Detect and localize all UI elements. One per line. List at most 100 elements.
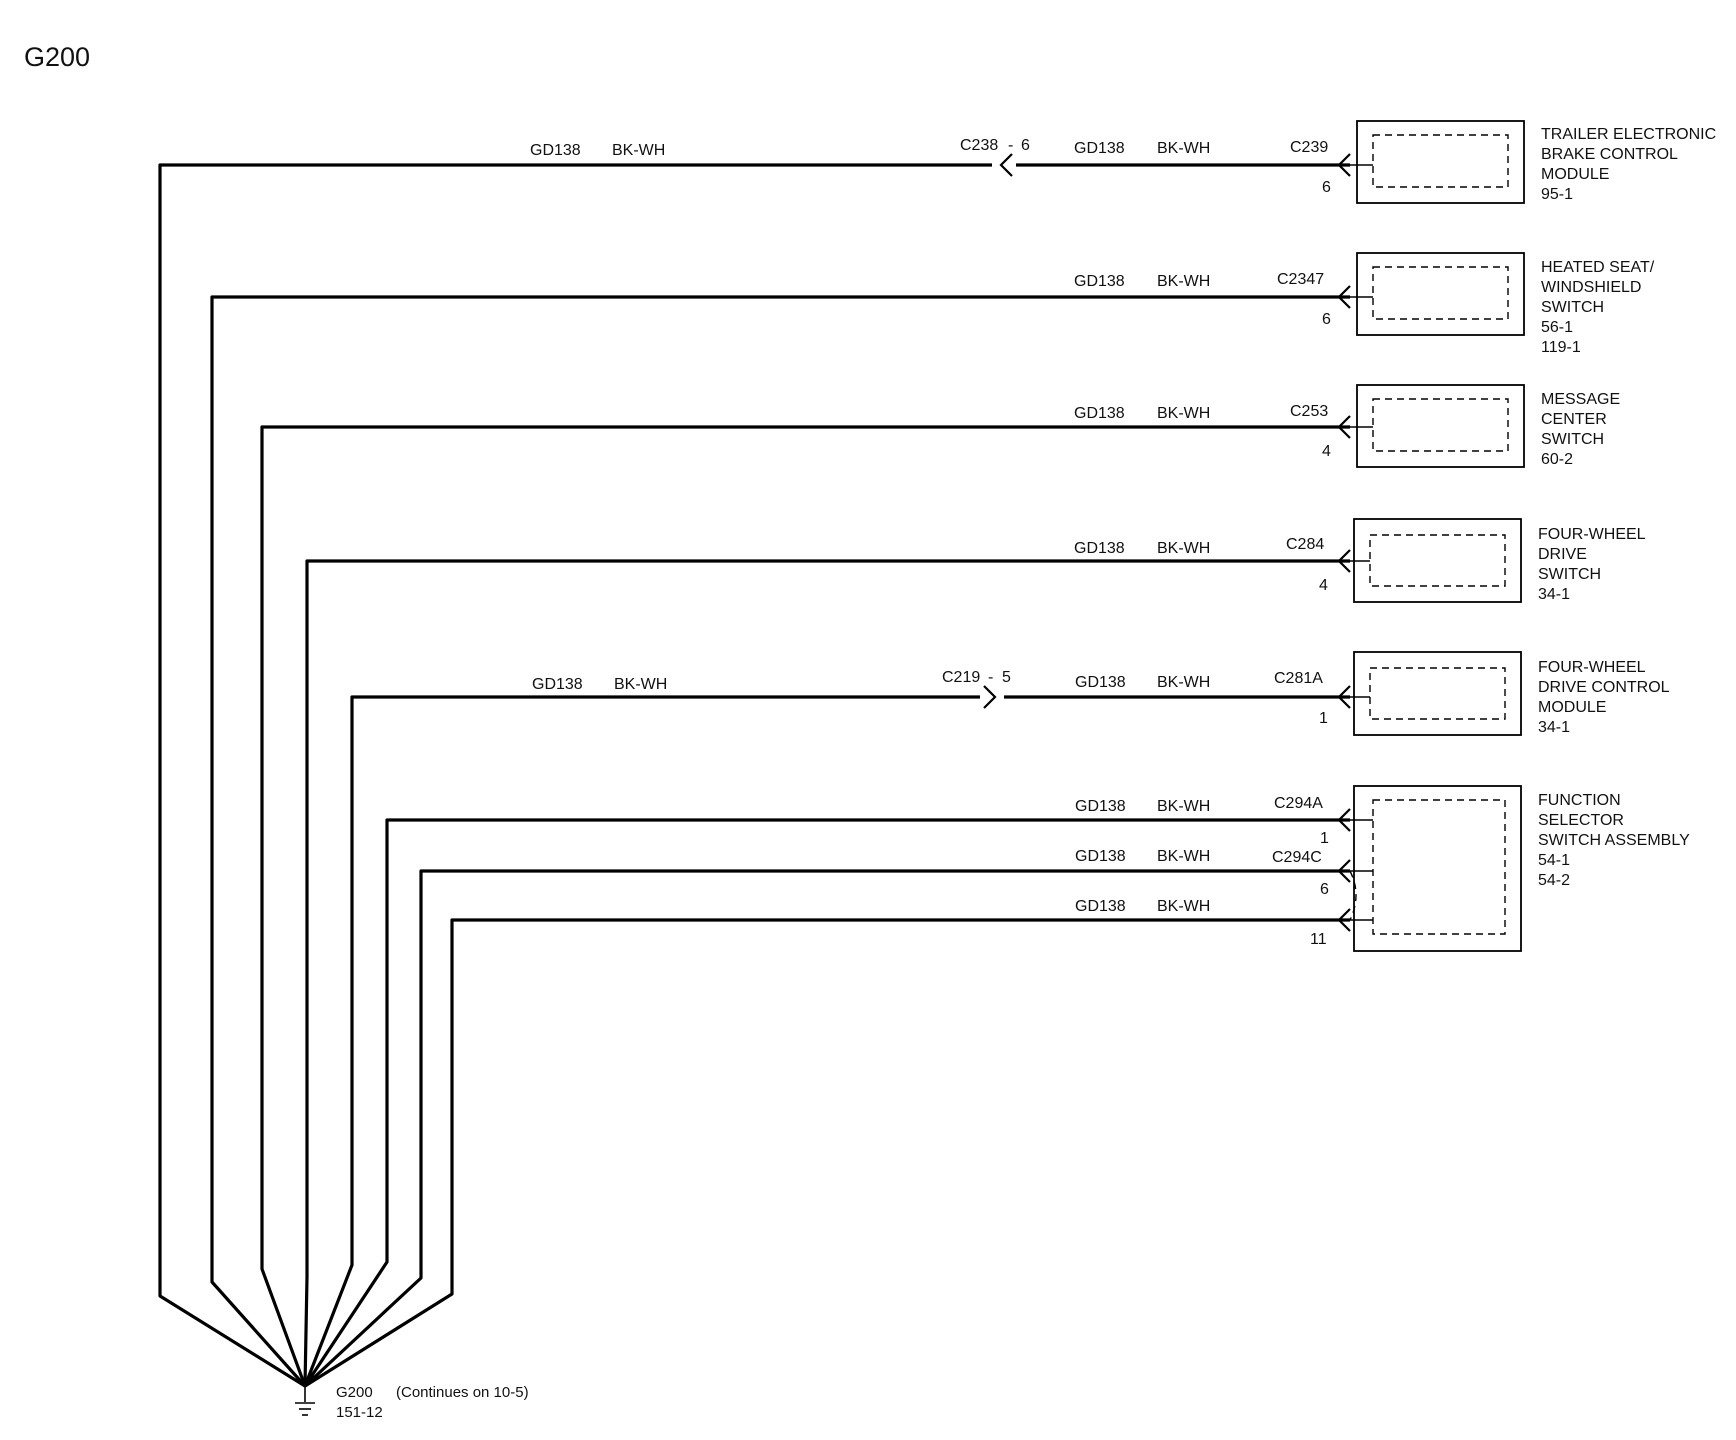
color-label: BK-WH (1157, 798, 1210, 815)
wire-labels: GD138 BK-WH GD138 BK-WH GD138 BK-WH GD13… (530, 140, 1210, 915)
svg-text:MESSAGE: MESSAGE (1541, 391, 1620, 408)
connector-id: C281A (1274, 670, 1323, 687)
circuit-label: GD138 (1075, 898, 1126, 915)
ground-id: G200 (336, 1384, 373, 1401)
color-label: BK-WH (1157, 540, 1210, 557)
connector-arrow-icon (1337, 549, 1351, 573)
svg-text:WINDSHIELD: WINDSHIELD (1541, 279, 1641, 296)
svg-text:56-1: 56-1 (1541, 319, 1573, 336)
wire-heated-seat (210, 295, 1350, 1388)
pin-number: 6 (1320, 881, 1329, 898)
module-name-trailer-brake: TRAILER ELECTRONIC BRAKE CONTROL MODULE … (1541, 126, 1716, 203)
svg-text:SWITCH: SWITCH (1538, 566, 1601, 583)
svg-text:C238: C238 (960, 137, 998, 154)
c219-gap (980, 690, 1004, 704)
c219-label: C219 - 5 (942, 669, 1011, 686)
circuit-label: GD138 (1074, 140, 1125, 157)
c238-gap (992, 158, 1016, 172)
wire-function-selector-1 (303, 818, 1350, 1387)
connector-arrow-icon (1337, 415, 1351, 439)
color-label: BK-WH (612, 142, 665, 159)
module-trailer-brake (1350, 120, 1525, 204)
wire-message-center (260, 425, 1350, 1387)
pin-number: 11 (1310, 931, 1327, 948)
svg-text:MODULE: MODULE (1541, 166, 1609, 183)
svg-text:95-1: 95-1 (1541, 186, 1573, 203)
wire-function-selector-6 (303, 869, 1350, 1388)
wire-four-wheel-drive-module (303, 695, 1350, 1387)
connector-arrows (1337, 153, 1351, 932)
svg-text:SWITCH ASSEMBLY: SWITCH ASSEMBLY (1538, 832, 1690, 849)
module-four-wheel-drive-switch (1350, 518, 1522, 603)
svg-text:SWITCH: SWITCH (1541, 299, 1604, 316)
module-four-wheel-drive-control (1350, 651, 1522, 736)
circuit-label: GD138 (1074, 405, 1125, 422)
svg-text:119-1: 119-1 (1541, 339, 1581, 356)
module-heated-seat (1350, 252, 1525, 336)
pin-number: 1 (1319, 710, 1328, 727)
circuit-label: GD138 (1075, 798, 1126, 815)
svg-text:54-2: 54-2 (1538, 872, 1570, 889)
connector-arrow-icon (1337, 859, 1351, 883)
ground-label: G200 (Continues on 10-5) 151-12 (336, 1384, 529, 1421)
color-label: BK-WH (1157, 674, 1210, 691)
svg-text:SWITCH: SWITCH (1541, 431, 1604, 448)
pin-number: 4 (1319, 577, 1328, 594)
color-label: BK-WH (1157, 405, 1210, 422)
color-label: BK-WH (614, 676, 667, 693)
module-name-heated-seat: HEATED SEAT/ WINDSHIELD SWITCH 56-1 119-… (1541, 259, 1655, 356)
pin-number: 6 (1322, 179, 1331, 196)
connector-arrow-icon (1337, 908, 1351, 932)
ground-wires (158, 163, 1350, 1388)
circuit-label: GD138 (1074, 540, 1125, 557)
svg-text:34-1: 34-1 (1538, 719, 1570, 736)
svg-text:34-1: 34-1 (1538, 586, 1570, 603)
connector-id: C294A (1274, 795, 1323, 812)
circuit-label: GD138 (1075, 674, 1126, 691)
wire-function-selector-11 (304, 918, 1350, 1388)
color-label: BK-WH (1157, 898, 1210, 915)
module-name-function-selector: FUNCTION SELECTOR SWITCH ASSEMBLY 54-1 5… (1538, 792, 1690, 889)
color-label: BK-WH (1157, 848, 1210, 865)
svg-text:BRAKE CONTROL: BRAKE CONTROL (1541, 146, 1678, 163)
svg-text:CENTER: CENTER (1541, 411, 1607, 428)
ground-symbol-icon (295, 1386, 315, 1416)
color-label: BK-WH (1157, 140, 1210, 157)
connector-arrow-icon (1337, 285, 1351, 309)
svg-text:DRIVE CONTROL: DRIVE CONTROL (1538, 679, 1670, 696)
svg-text:54-1: 54-1 (1538, 852, 1570, 869)
svg-text:DRIVE: DRIVE (1538, 546, 1587, 563)
module-name-four-wheel-drive-switch: FOUR-WHEEL DRIVE SWITCH 34-1 (1538, 526, 1646, 603)
circuit-label: GD138 (1075, 848, 1126, 865)
svg-text:FOUR-WHEEL: FOUR-WHEEL (1538, 659, 1646, 676)
c238-chevron-icon (999, 153, 1013, 177)
color-label: BK-WH (1157, 273, 1210, 290)
svg-text:SELECTOR: SELECTOR (1538, 812, 1624, 829)
svg-text:HEATED SEAT/: HEATED SEAT/ (1541, 259, 1655, 276)
connector-id: C2347 (1277, 271, 1324, 288)
wire-four-wheel-drive-switch (303, 559, 1350, 1387)
pin-number: 6 (1322, 311, 1331, 328)
svg-text:-: - (988, 669, 993, 686)
circuit-label: GD138 (532, 676, 583, 693)
svg-text:FUNCTION: FUNCTION (1538, 792, 1621, 809)
connector-ids: C239 6 C2347 6 C253 4 C284 4 C281A 1 C29… (1272, 139, 1331, 948)
c219-chevron-icon (983, 685, 997, 709)
svg-text:TRAILER ELECTRONIC: TRAILER ELECTRONIC (1541, 126, 1716, 143)
svg-text:FOUR-WHEEL: FOUR-WHEEL (1538, 526, 1646, 543)
module-name-four-wheel-drive-control: FOUR-WHEEL DRIVE CONTROL MODULE 34-1 (1538, 659, 1670, 736)
connector-id: C253 (1290, 403, 1328, 420)
connector-arrow-icon (1337, 685, 1351, 709)
pin-number: 4 (1322, 443, 1331, 460)
svg-text:MODULE: MODULE (1538, 699, 1606, 716)
svg-text:6: 6 (1021, 137, 1030, 154)
page-title: G200 (24, 42, 90, 72)
connector-arrow-icon (1337, 808, 1351, 832)
connector-arrow-icon (1337, 153, 1351, 177)
wire-trailer-brake (158, 163, 1350, 1388)
module-name-message-center: MESSAGE CENTER SWITCH 60-2 (1541, 391, 1620, 468)
connector-id: C284 (1286, 536, 1324, 553)
svg-text:60-2: 60-2 (1541, 451, 1573, 468)
svg-text:5: 5 (1002, 669, 1011, 686)
